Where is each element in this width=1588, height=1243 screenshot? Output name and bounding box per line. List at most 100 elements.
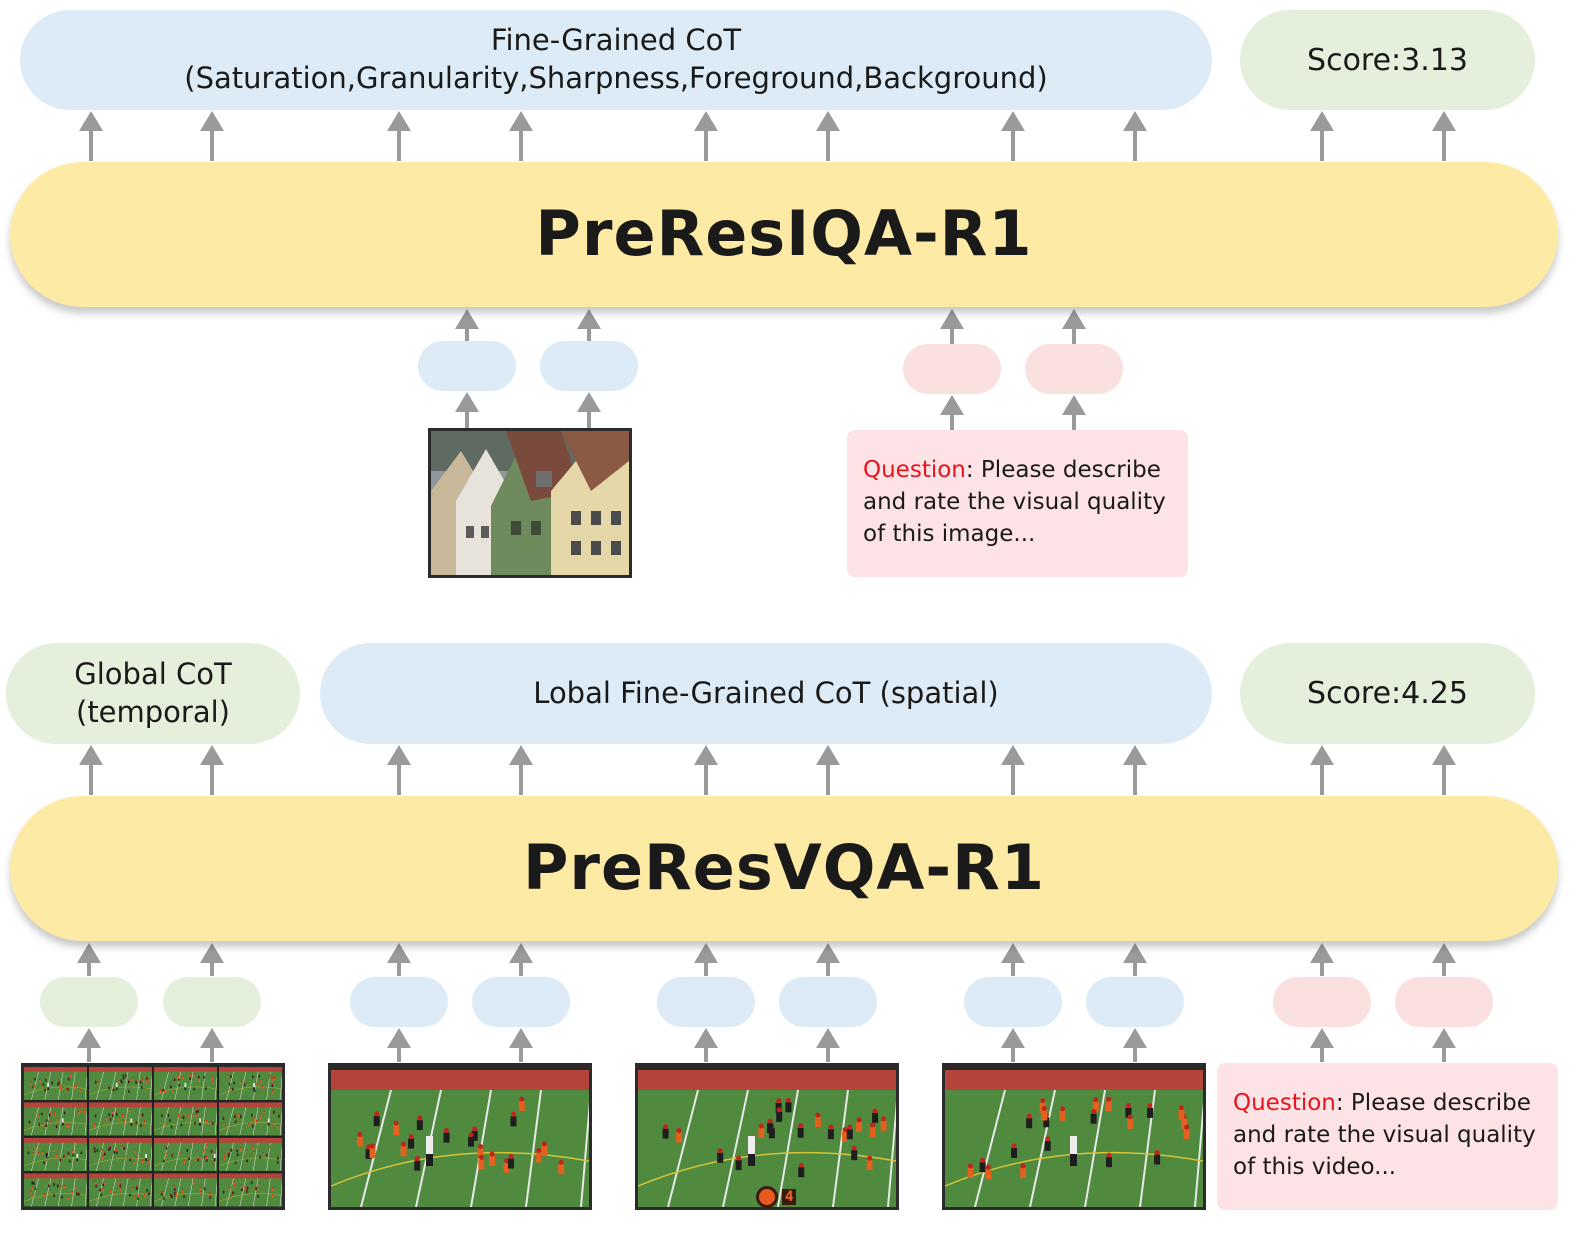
scoreboard-target-icon xyxy=(756,1186,778,1208)
up-arrow-icon xyxy=(200,943,224,976)
iqa-model-name: PreResIQA-R1 xyxy=(535,197,1033,271)
up-arrow-icon xyxy=(77,943,101,976)
up-arrow-icon xyxy=(1310,1028,1334,1062)
football-field-illustration xyxy=(331,1066,589,1207)
vqa-frame-token xyxy=(472,977,570,1027)
iqa-cot-title: Fine-Grained CoT xyxy=(490,23,742,58)
iqa-question-box: Question: Please describe and rate the v… xyxy=(847,430,1188,577)
vqa-score: Score:4.25 xyxy=(1307,676,1468,711)
up-arrow-icon xyxy=(79,111,103,161)
iqa-score-pill: Score:3.13 xyxy=(1240,10,1535,110)
mini-frame-thumbnail xyxy=(154,1101,217,1136)
vqa-global-token xyxy=(163,977,261,1027)
up-arrow-icon xyxy=(577,392,601,428)
up-arrow-icon xyxy=(940,395,964,430)
vqa-model-bar: PreResVQA-R1 xyxy=(10,796,1558,941)
up-arrow-icon xyxy=(200,111,224,161)
up-arrow-icon xyxy=(1123,745,1147,795)
up-arrow-icon xyxy=(694,943,718,976)
mini-frame-thumbnail xyxy=(24,1137,87,1171)
mini-frame-thumbnail xyxy=(219,1172,282,1207)
vqa-text-token xyxy=(1273,977,1371,1027)
mini-frame-thumbnail xyxy=(24,1066,87,1100)
up-arrow-icon xyxy=(387,1028,411,1062)
iqa-model-bar: PreResIQA-R1 xyxy=(10,162,1558,307)
up-arrow-icon xyxy=(1062,395,1086,430)
vqa-video-frame-2 xyxy=(635,1063,899,1210)
iqa-text-token xyxy=(1025,344,1123,394)
up-arrow-icon xyxy=(200,1028,224,1062)
vqa-frame-token xyxy=(779,977,877,1027)
mini-frame-thumbnail xyxy=(219,1066,282,1100)
vqa-global-cot-pill: Global CoT (temporal) xyxy=(6,643,300,744)
up-arrow-icon xyxy=(509,943,533,976)
up-arrow-icon xyxy=(940,309,964,344)
up-arrow-icon xyxy=(509,1028,533,1062)
mini-frame-thumbnail xyxy=(219,1101,282,1136)
iqa-fine-grained-cot-pill: Fine-Grained CoT (Saturation,Granularity… xyxy=(20,10,1212,110)
up-arrow-icon xyxy=(694,1028,718,1062)
vqa-frame-token xyxy=(1086,977,1184,1027)
up-arrow-icon xyxy=(1310,943,1334,976)
iqa-image-token xyxy=(540,341,638,391)
iqa-score: Score:3.13 xyxy=(1307,42,1468,78)
up-arrow-icon xyxy=(200,745,224,795)
mini-frame-thumbnail xyxy=(24,1101,87,1136)
up-arrow-icon xyxy=(816,1028,840,1062)
up-arrow-icon xyxy=(77,1028,101,1062)
up-arrow-icon xyxy=(1062,309,1086,344)
up-arrow-icon xyxy=(1432,1028,1456,1062)
football-field-illustration xyxy=(945,1066,1203,1207)
up-arrow-icon xyxy=(1310,745,1334,795)
scoreboard-overlay: 4 xyxy=(756,1186,797,1208)
vqa-text-token xyxy=(1395,977,1493,1027)
vqa-global-token xyxy=(40,977,138,1027)
up-arrow-icon xyxy=(1432,111,1456,161)
iqa-question-label: Question xyxy=(863,457,966,483)
iqa-question-text: : Please describe and rate the visual qu… xyxy=(863,457,1166,548)
vqa-question-box: Question: Please describe and rate the v… xyxy=(1217,1063,1558,1210)
vqa-global-cot-title: Global CoT xyxy=(74,656,232,691)
up-arrow-icon xyxy=(577,309,601,341)
vqa-question-label: Question xyxy=(1233,1090,1336,1116)
up-arrow-icon xyxy=(79,745,103,795)
mini-frame-thumbnail xyxy=(154,1137,217,1171)
iqa-text-token xyxy=(903,344,1001,394)
up-arrow-icon xyxy=(1001,943,1025,976)
mini-frame-thumbnail xyxy=(24,1172,87,1207)
iqa-input-image xyxy=(428,428,632,578)
up-arrow-icon xyxy=(816,745,840,795)
up-arrow-icon xyxy=(1123,943,1147,976)
up-arrow-icon xyxy=(816,943,840,976)
vqa-frame-token xyxy=(964,977,1062,1027)
vqa-score-pill: Score:4.25 xyxy=(1240,643,1535,744)
vqa-local-cot-label: Lobal Fine-Grained CoT (spatial) xyxy=(533,675,999,710)
up-arrow-icon xyxy=(1310,111,1334,161)
up-arrow-icon xyxy=(1123,111,1147,161)
up-arrow-icon xyxy=(1432,745,1456,795)
football-field-illustration xyxy=(638,1066,896,1207)
vqa-model-name: PreResVQA-R1 xyxy=(522,831,1046,905)
mini-frame-thumbnail xyxy=(89,1172,152,1207)
up-arrow-icon xyxy=(1432,943,1456,976)
mini-frame-thumbnail xyxy=(154,1066,217,1100)
up-arrow-icon xyxy=(509,745,533,795)
houses-illustration xyxy=(431,431,629,575)
iqa-cot-dimensions: (Saturation,Granularity,Sharpness,Foregr… xyxy=(184,61,1048,95)
up-arrow-icon xyxy=(1001,1028,1025,1062)
mini-frame-thumbnail xyxy=(219,1137,282,1171)
vqa-frame-grid xyxy=(21,1063,285,1210)
up-arrow-icon xyxy=(694,745,718,795)
up-arrow-icon xyxy=(509,111,533,161)
up-arrow-icon xyxy=(1123,1028,1147,1062)
up-arrow-icon xyxy=(455,392,479,428)
frame-grid-illustration xyxy=(24,1066,282,1207)
up-arrow-icon xyxy=(387,111,411,161)
mini-frame-thumbnail xyxy=(89,1066,152,1100)
up-arrow-icon xyxy=(816,111,840,161)
vqa-global-cot-subtitle: (temporal) xyxy=(76,694,230,729)
vqa-frame-token xyxy=(350,977,448,1027)
vqa-question-text: : Please describe and rate the visual qu… xyxy=(1233,1090,1536,1181)
scoreboard-digit: 4 xyxy=(782,1189,797,1205)
